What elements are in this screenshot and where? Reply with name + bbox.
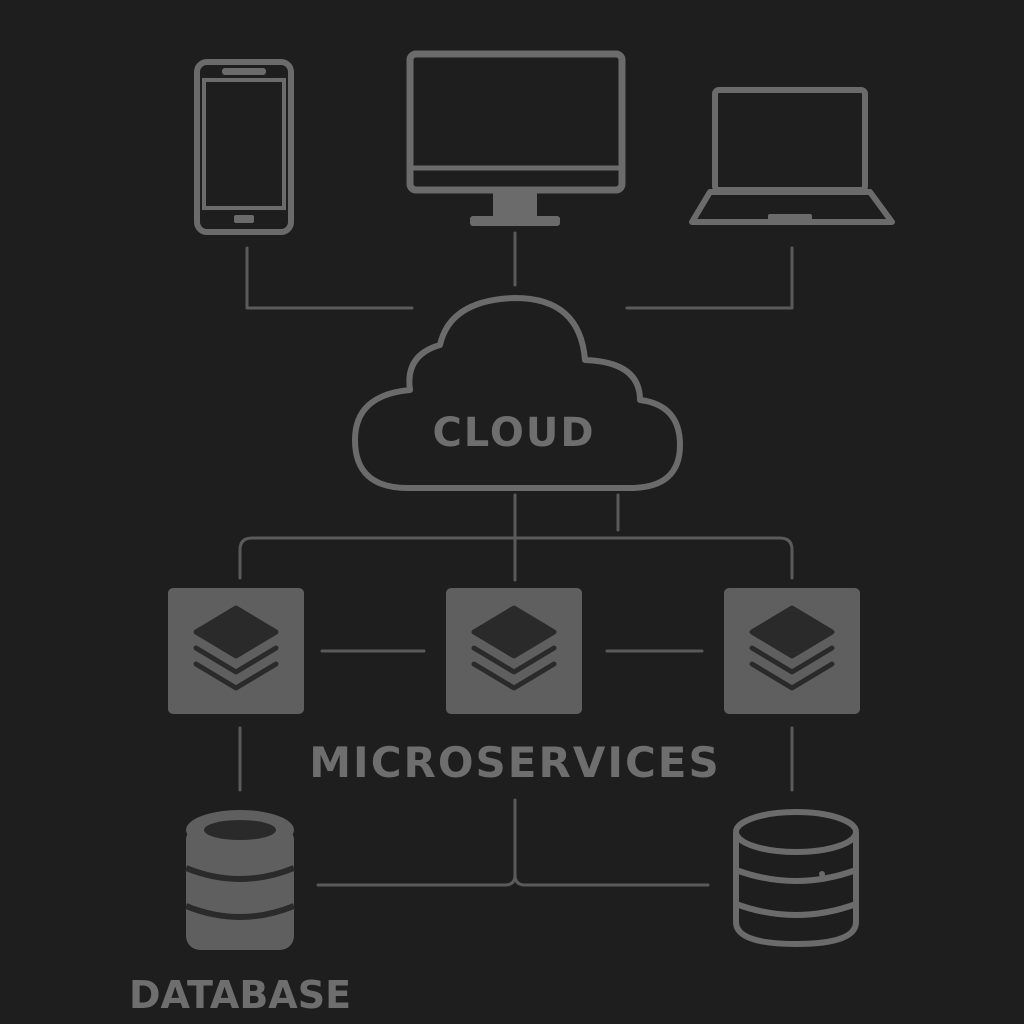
database-right <box>733 809 859 948</box>
microservice-card-2 <box>446 588 582 714</box>
connectors <box>238 231 794 887</box>
layers-icon <box>749 605 835 691</box>
microservices-row: MICROSERVICES <box>168 588 860 787</box>
microservice-card-1 <box>168 588 304 714</box>
database-icon <box>733 809 859 948</box>
laptop-icon <box>689 87 895 225</box>
layers-icon <box>193 605 279 691</box>
cloud-label: CLOUD <box>432 410 595 456</box>
phone-to-cloud-connector <box>245 246 414 310</box>
smartphone-icon <box>194 59 294 235</box>
cloud-to-services-connector <box>238 493 794 582</box>
microservices-label: MICROSERVICES <box>309 738 720 787</box>
cloud-icon <box>352 295 683 491</box>
desktop-monitor-icon <box>406 50 626 226</box>
database-label: DATABASE <box>129 973 351 1017</box>
db-link-connector <box>316 798 710 887</box>
laptop-to-cloud-connector <box>625 246 794 310</box>
layers-icon <box>471 605 557 691</box>
microservice-card-3 <box>724 588 860 714</box>
cloud-node: CLOUD <box>352 295 683 491</box>
database-left <box>184 810 296 950</box>
database-icon <box>184 810 296 950</box>
